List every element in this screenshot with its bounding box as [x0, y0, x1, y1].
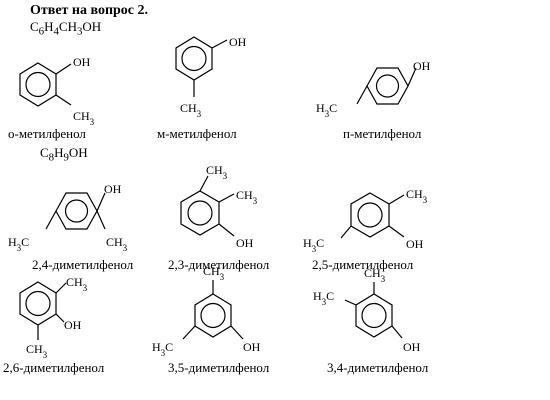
oh-group-label: OH	[243, 340, 261, 354]
heading: Ответ на вопрос 2.	[30, 3, 149, 18]
name-2-5-dimethylphenol: 2,5-диметилфенол	[312, 257, 414, 272]
h3c-group-label: H3C	[313, 289, 334, 307]
structure-2-6-dimethylphenol: CH3 OH CH3	[19, 275, 88, 360]
ch3-group-label: CH3	[180, 101, 202, 119]
ch3-group-label: CH3	[26, 342, 48, 360]
name-m-methylphenol: м-метилфенол	[157, 126, 237, 141]
oh-group-label: OH	[413, 59, 431, 73]
ch3-group-label: CH3	[203, 264, 225, 282]
oh-group-label: OH	[104, 182, 122, 196]
name-p-methylphenol: п-метилфенол	[343, 126, 422, 141]
name-2-3-dimethylphenol: 2,3-диметилфенол	[168, 257, 270, 272]
structure-m-methylphenol: OH CH3	[175, 35, 247, 119]
oh-group-label: OH	[406, 237, 424, 251]
h3c-group-label: H3C	[303, 236, 324, 254]
formula-methylphenol: C6H4CH3OH	[30, 19, 102, 38]
oh-group-label: OH	[403, 340, 421, 354]
name-2-4-dimethylphenol: 2,4-диметилфенол	[32, 257, 134, 272]
h3c-group-label: H3C	[8, 235, 29, 253]
structure-o-methylphenol: OH CH3	[19, 55, 95, 127]
h3c-group-label: H3C	[316, 101, 337, 119]
oh-group-label: OH	[236, 236, 254, 250]
oh-group-label: OH	[64, 318, 82, 332]
formula-dimethylphenol: C8H9OH	[40, 145, 88, 164]
oh-group-label: OH	[229, 35, 247, 49]
structure-2-3-dimethylphenol: CH3 CH3 OH	[180, 163, 258, 250]
name-o-methylphenol: о-метилфенол	[8, 126, 86, 141]
structure-2-5-dimethylphenol: CH3 OH H3C	[303, 187, 428, 254]
oh-group-label: OH	[73, 55, 91, 69]
ch3-group-label: CH3	[106, 235, 128, 253]
ch3-group-label: CH3	[73, 109, 95, 127]
structure-p-methylphenol: OH H3C	[316, 59, 431, 119]
structure-3-5-dimethylphenol: CH3 OH H3C	[152, 264, 261, 358]
structure-3-4-dimethylphenol: CH3 H3C OH	[313, 266, 421, 354]
ch3-group-label: CH3	[236, 188, 258, 206]
name-3-4-dimethylphenol: 3,4-диметилфенол	[327, 360, 429, 375]
name-2-6-dimethylphenol: 2,6-диметилфенол	[3, 360, 105, 375]
ch3-group-label: CH3	[206, 163, 228, 181]
ch3-group-label: CH3	[364, 266, 386, 284]
h3c-group-label: H3C	[152, 340, 173, 358]
structure-2-4-dimethylphenol: OH CH3 H3C	[8, 182, 128, 253]
ch3-group-label: CH3	[66, 275, 88, 293]
ch3-group-label: CH3	[406, 187, 428, 205]
name-3-5-dimethylphenol: 3,5-диметилфенол	[168, 360, 270, 375]
